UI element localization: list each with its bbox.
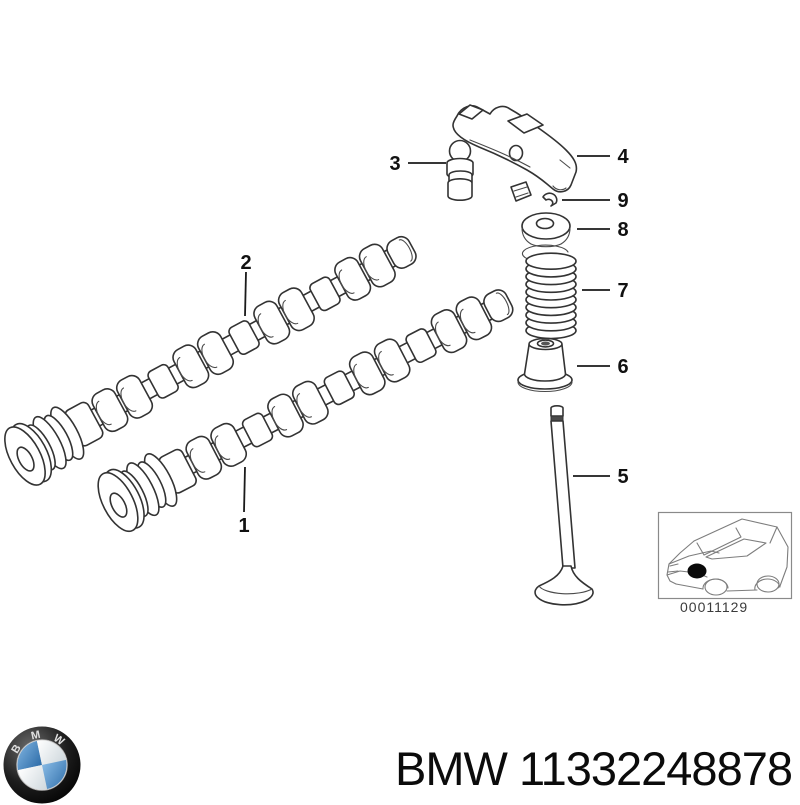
car-icon <box>666 518 789 596</box>
callout-label-6: 6 <box>617 356 628 378</box>
car-thumbnail: 00011129 <box>657 511 793 615</box>
callout-label-9: 9 <box>617 190 628 212</box>
bmw-logo-letter-m: M <box>30 729 41 743</box>
callout-leader-1 <box>243 466 246 513</box>
callout-label-3: 3 <box>389 153 400 175</box>
callout-label-4: 4 <box>617 146 629 168</box>
valve-keepers-drawing <box>510 181 558 207</box>
part-number-text: BMW 11332248878 <box>395 742 793 795</box>
thumbnail-code: 00011129 <box>680 599 748 615</box>
valve-spring-drawing <box>525 252 577 340</box>
callout-label-7: 7 <box>617 280 628 302</box>
callout-label-5: 5 <box>617 466 628 488</box>
valve-seal-drawing <box>517 337 573 393</box>
callout-leader-2 <box>244 271 247 317</box>
rocker-arm-drawing <box>452 104 578 193</box>
callout-label-8: 8 <box>617 219 628 241</box>
part-location-dot <box>687 563 707 579</box>
callout-label-1: 1 <box>238 515 249 537</box>
valve-drawing <box>534 405 594 606</box>
callout-label-2: 2 <box>240 252 251 274</box>
spring-retainer-drawing <box>521 212 571 263</box>
bmw-logo-icon: B M W <box>3 726 81 804</box>
valve-lifter-drawing <box>446 139 474 201</box>
